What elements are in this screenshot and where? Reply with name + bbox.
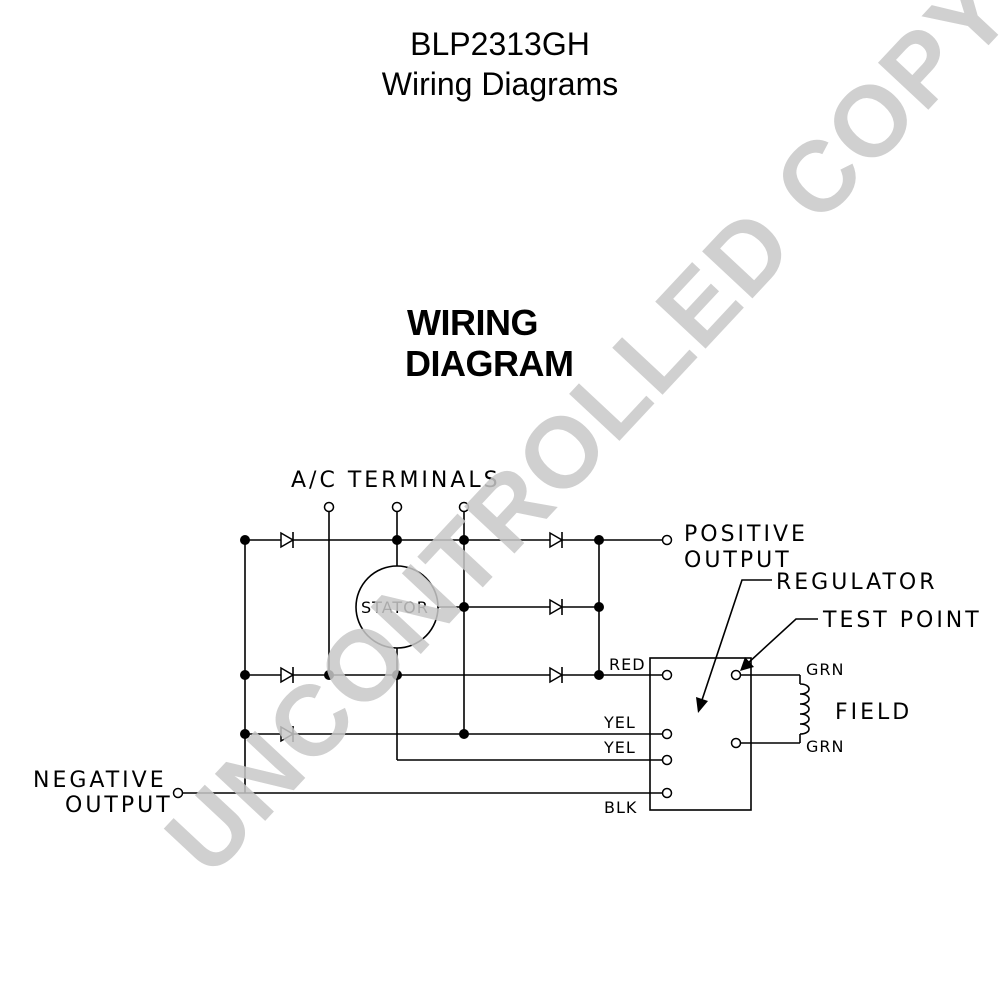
positive-output-label-line2: OUTPUT xyxy=(684,548,792,573)
wire-label-yel-1: YEL xyxy=(603,713,636,732)
diode-right-lower xyxy=(549,666,564,684)
wire-label-yel-2: YEL xyxy=(603,738,636,757)
regulator-box xyxy=(649,657,752,811)
test-point-pointer xyxy=(740,618,818,671)
model-number: BLP2313GH xyxy=(410,26,590,62)
regulator-terminal-red xyxy=(661,669,673,681)
ac-terminal-1 xyxy=(323,501,335,513)
positive-output-terminal xyxy=(661,534,673,546)
regulator-terminal-yel-2 xyxy=(661,754,673,766)
terminals xyxy=(172,501,742,799)
negative-output-label-line1: NEGATIVE xyxy=(33,768,167,793)
regulator-pointer xyxy=(696,579,772,713)
field-terminal-lower xyxy=(730,737,742,749)
test-point-terminal xyxy=(730,669,742,681)
diodes xyxy=(280,531,564,743)
wire-label-blk: BLK xyxy=(604,798,637,817)
regulator-label: REGULATOR xyxy=(776,570,937,595)
ac-terminal-2 xyxy=(391,501,403,513)
wire-label-grn-1: GRN xyxy=(806,660,844,679)
diode-right-top xyxy=(549,531,564,549)
wire-label-grn-2: GRN xyxy=(806,737,844,756)
negative-output-terminal xyxy=(172,787,184,799)
regulator-terminal-blk xyxy=(661,787,673,799)
negative-output-label-line2: OUTPUT xyxy=(65,793,173,818)
test-point-label: TEST POINT xyxy=(822,608,982,633)
diode-left-lower xyxy=(280,725,295,743)
stator-winding xyxy=(355,565,439,649)
diode-right-middle xyxy=(549,598,564,616)
diagram-title-line1: WIRING xyxy=(407,302,538,343)
diagram-title-line2: DIAGRAM xyxy=(405,343,574,384)
junction-dots xyxy=(240,535,604,739)
field-coil xyxy=(799,683,810,735)
field-label: FIELD xyxy=(835,700,912,725)
wire-label-red: RED xyxy=(609,655,646,674)
ac-terminal-3 xyxy=(458,501,470,513)
ac-terminals-label: A/C TERMINALS xyxy=(291,468,501,493)
regulator-terminal-yel-1 xyxy=(661,728,673,740)
diode-left-middle xyxy=(280,666,295,684)
positive-output-label-line1: POSITIVE xyxy=(684,522,808,547)
stator-label: STATOR xyxy=(361,598,429,617)
diode-left-top xyxy=(280,531,295,549)
document-subtitle: Wiring Diagrams xyxy=(381,66,619,102)
